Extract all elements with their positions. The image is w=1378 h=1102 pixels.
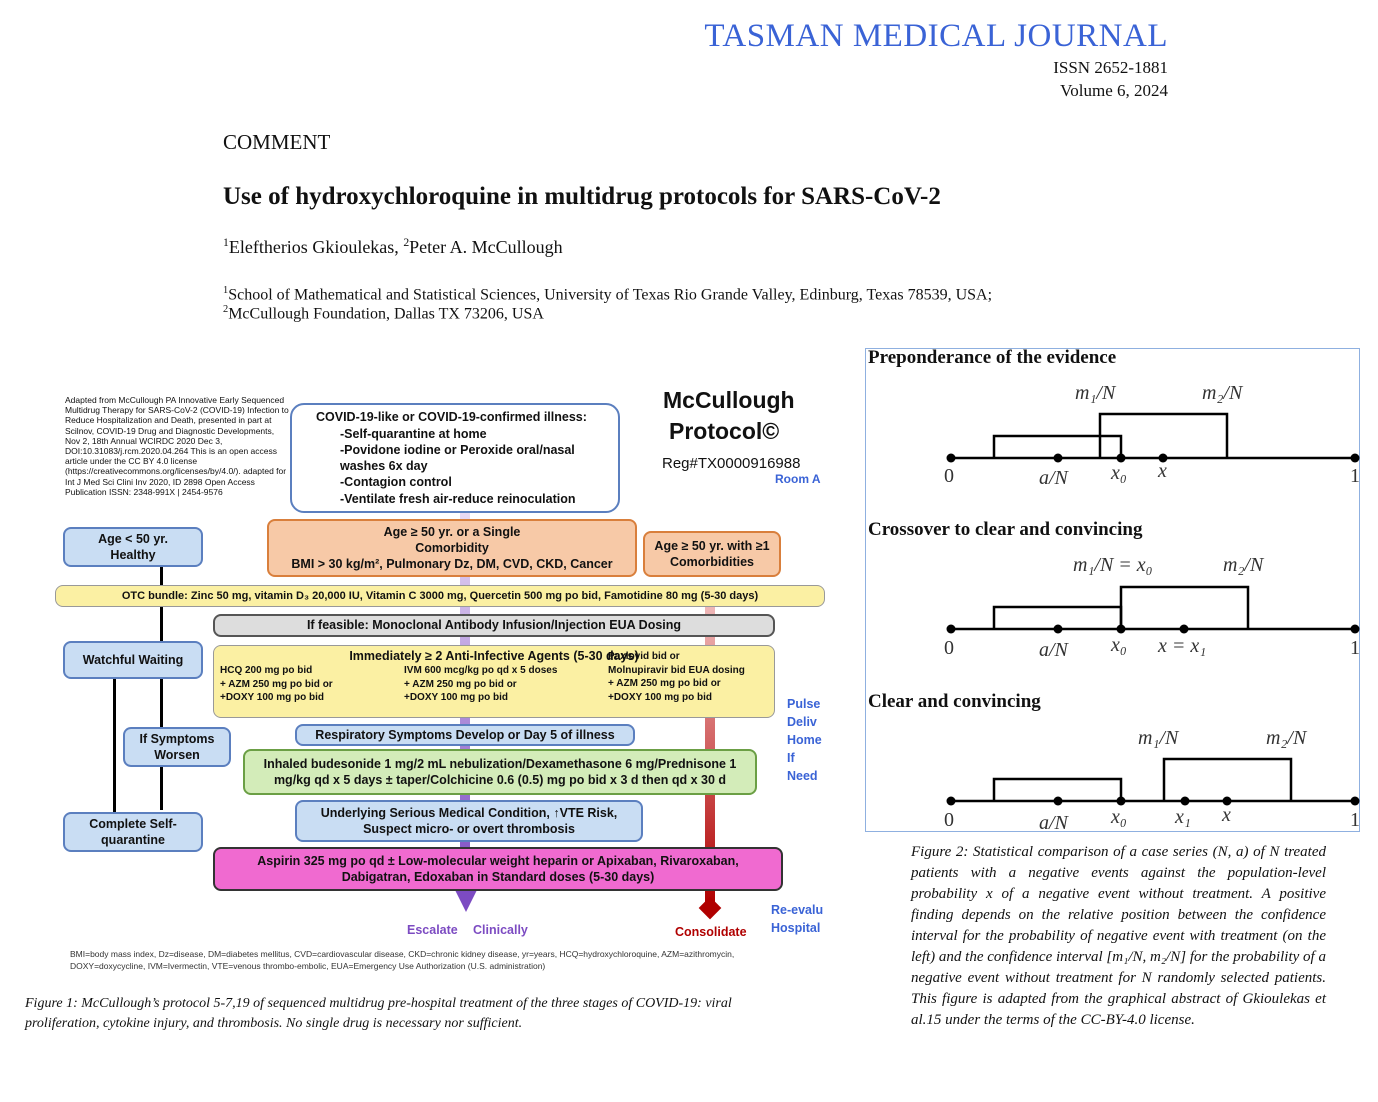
point-x	[1158, 453, 1168, 463]
point-aN	[1053, 796, 1063, 806]
label-1: 1	[1350, 465, 1360, 487]
label-0: 0	[944, 465, 954, 487]
article-title: Use of hydroxychloroquine in multidrug p…	[223, 183, 941, 210]
point-aN	[1053, 453, 1063, 463]
label-0: 0	[944, 809, 954, 831]
figure-1-caption: Figure 1: McCullough’s protocol 5-7,19 o…	[25, 996, 732, 1031]
untreated-interval	[1119, 585, 1250, 629]
panel-2-title: Crossover to clear and convincing	[868, 519, 1143, 540]
figure-2: Preponderance of the evidence Crossover …	[865, 347, 1360, 833]
label-aN: a/N	[1039, 812, 1070, 833]
connector-line	[113, 675, 116, 815]
point-x0	[1116, 453, 1126, 463]
figure-1-flowchart: Adapted from McCullough PA Innovative Ea…	[55, 385, 825, 985]
author-1: Eleftherios Gkioulekas,	[228, 237, 404, 257]
label-1: 1	[1350, 637, 1360, 659]
label-m2: m₂/N	[1223, 554, 1265, 576]
room-label: Room A	[775, 472, 821, 486]
point-x0	[1116, 624, 1126, 634]
illness-item: -Contagion control	[340, 475, 452, 490]
label-m2: m₂/N	[1266, 727, 1308, 749]
point-0	[946, 796, 956, 806]
age-single-comorbidity-box: Age ≥ 50 yr. or a Single Comorbidity BMI…	[267, 519, 637, 577]
point-aN	[1053, 624, 1063, 634]
connector-line	[160, 565, 163, 810]
illness-title: COVID-19-like or COVID-19-confirmed illn…	[316, 410, 587, 425]
label-m1-eq-x0: m₁/N = x₀	[1073, 554, 1153, 576]
volume: Volume 6, 2024	[1060, 81, 1168, 100]
age-multi-comorbidity-box: Age ≥ 50 yr. with ≥1 Comorbidities	[643, 531, 781, 577]
label-0: 0	[944, 637, 954, 659]
journal-title: TASMAN MEDICAL JOURNAL	[704, 18, 1168, 54]
ivm-regimen: IVM 600 mcg/kg po qd x 5 doses + AZM 250…	[404, 665, 558, 704]
point-0	[946, 453, 956, 463]
illness-box: COVID-19-like or COVID-19-confirmed illn…	[290, 403, 620, 513]
affiliation-1: 1School of Mathematical and Statistical …	[223, 285, 993, 304]
protocol-title-line1: McCullough	[663, 387, 795, 413]
label-m1: m₁/N	[1075, 382, 1117, 404]
source-note: Adapted from McCullough PA Innovative Ea…	[65, 395, 289, 497]
consolidate-diamond-icon	[698, 896, 722, 920]
issn: ISSN 2652-1881	[1053, 58, 1168, 77]
affiliation-2: 2McCullough Foundation, Dallas TX 73206,…	[223, 304, 544, 323]
abbreviations: BMI=body mass index, Dz=disease, DM=diab…	[70, 949, 735, 971]
label-x0: x₀	[1110, 634, 1127, 656]
respiratory-symptoms-box: Respiratory Symptoms Develop or Day 5 of…	[295, 724, 635, 746]
illness-item: -Povidone iodine or Peroxide oral/nasal …	[340, 442, 575, 473]
figure-2-caption: Figure 2: Statistical comparison of a ca…	[911, 844, 1326, 1028]
treated-interval	[992, 434, 1123, 458]
clinically-label: Clinically	[473, 923, 528, 937]
point-x1	[1180, 796, 1190, 806]
label-aN: a/N	[1039, 639, 1070, 661]
watchful-waiting-box: Watchful Waiting	[63, 641, 203, 679]
label-m2: m₂/N	[1202, 382, 1244, 404]
authors: 1Eleftherios Gkioulekas, 2Peter A. McCul…	[223, 236, 563, 257]
label-1: 1	[1350, 809, 1360, 831]
label-aN: a/N	[1039, 467, 1070, 489]
figure-2-diagram: 0 a/N x₀ x 1 m₁/N m₂/N 0 a/N x₀ x = x₁ 1…	[944, 382, 1360, 833]
panel-1-title: Preponderance of the evidence	[868, 347, 1117, 368]
aspirin-box: Aspirin 325 mg po qd ± Low-molecular wei…	[213, 847, 783, 891]
point-1	[1350, 453, 1360, 463]
point-x	[1222, 796, 1232, 806]
point-1	[1350, 624, 1360, 634]
point-1	[1350, 796, 1360, 806]
otc-bundle-box: OTC bundle: Zinc 50 mg, vitamin D₃ 20,00…	[55, 585, 825, 607]
anti-infective-box: Immediately ≥ 2 Anti-Infective Agents (5…	[213, 645, 775, 718]
label-m1: m₁/N	[1138, 727, 1180, 749]
escalate-label: Escalate	[407, 923, 458, 937]
escalate-arrow-icon	[455, 890, 477, 912]
complete-self-quarantine-box: Complete Self-quarantine	[63, 812, 203, 852]
protocol-title-line2: Protocol©	[669, 418, 780, 444]
age-under-50-box: Age < 50 yr. Healthy	[63, 527, 203, 567]
label-x0: x₀	[1110, 806, 1127, 828]
author-2: Peter A. McCullough	[409, 237, 563, 257]
untreated-interval	[1098, 412, 1229, 458]
if-symptoms-worsen-box: If Symptoms Worsen	[123, 727, 231, 767]
monoclonal-box: If feasible: Monoclonal Antibody Infusio…	[213, 614, 775, 637]
illness-item: -Ventilate fresh air-reduce reinoculatio…	[340, 491, 576, 506]
point-x0	[1116, 796, 1126, 806]
point-0	[946, 624, 956, 634]
treated-interval	[992, 777, 1123, 801]
label-x0: x₀	[1110, 462, 1127, 484]
underlying-condition-box: Underlying Serious Medical Condition, ↑V…	[295, 800, 643, 842]
label-x-eq-x1: x = x₁	[1157, 635, 1206, 657]
registration-number: Reg#TX0000916988	[662, 455, 801, 472]
label-x1: x₁	[1174, 806, 1191, 828]
label-x: x	[1157, 460, 1167, 482]
hcq-regimen: HCQ 200 mg po bid + AZM 250 mg po bid or…	[220, 665, 333, 704]
consolidate-label: Consolidate	[675, 925, 747, 939]
untreated-interval	[1162, 757, 1293, 801]
inhaled-budesonide-box: Inhaled budesonide 1 mg/2 mL nebulizatio…	[243, 749, 757, 795]
label-x: x	[1221, 804, 1231, 826]
panel-3-title: Clear and convincing	[868, 691, 1041, 712]
paxlovid-regimen: Paxlovid bid or Molnupiravir bid EUA dos…	[608, 651, 745, 703]
point-x	[1179, 624, 1189, 634]
section-label: COMMENT	[223, 130, 331, 154]
consolidate-pathway	[705, 585, 715, 905]
illness-item: -Self-quarantine at home	[340, 426, 487, 441]
